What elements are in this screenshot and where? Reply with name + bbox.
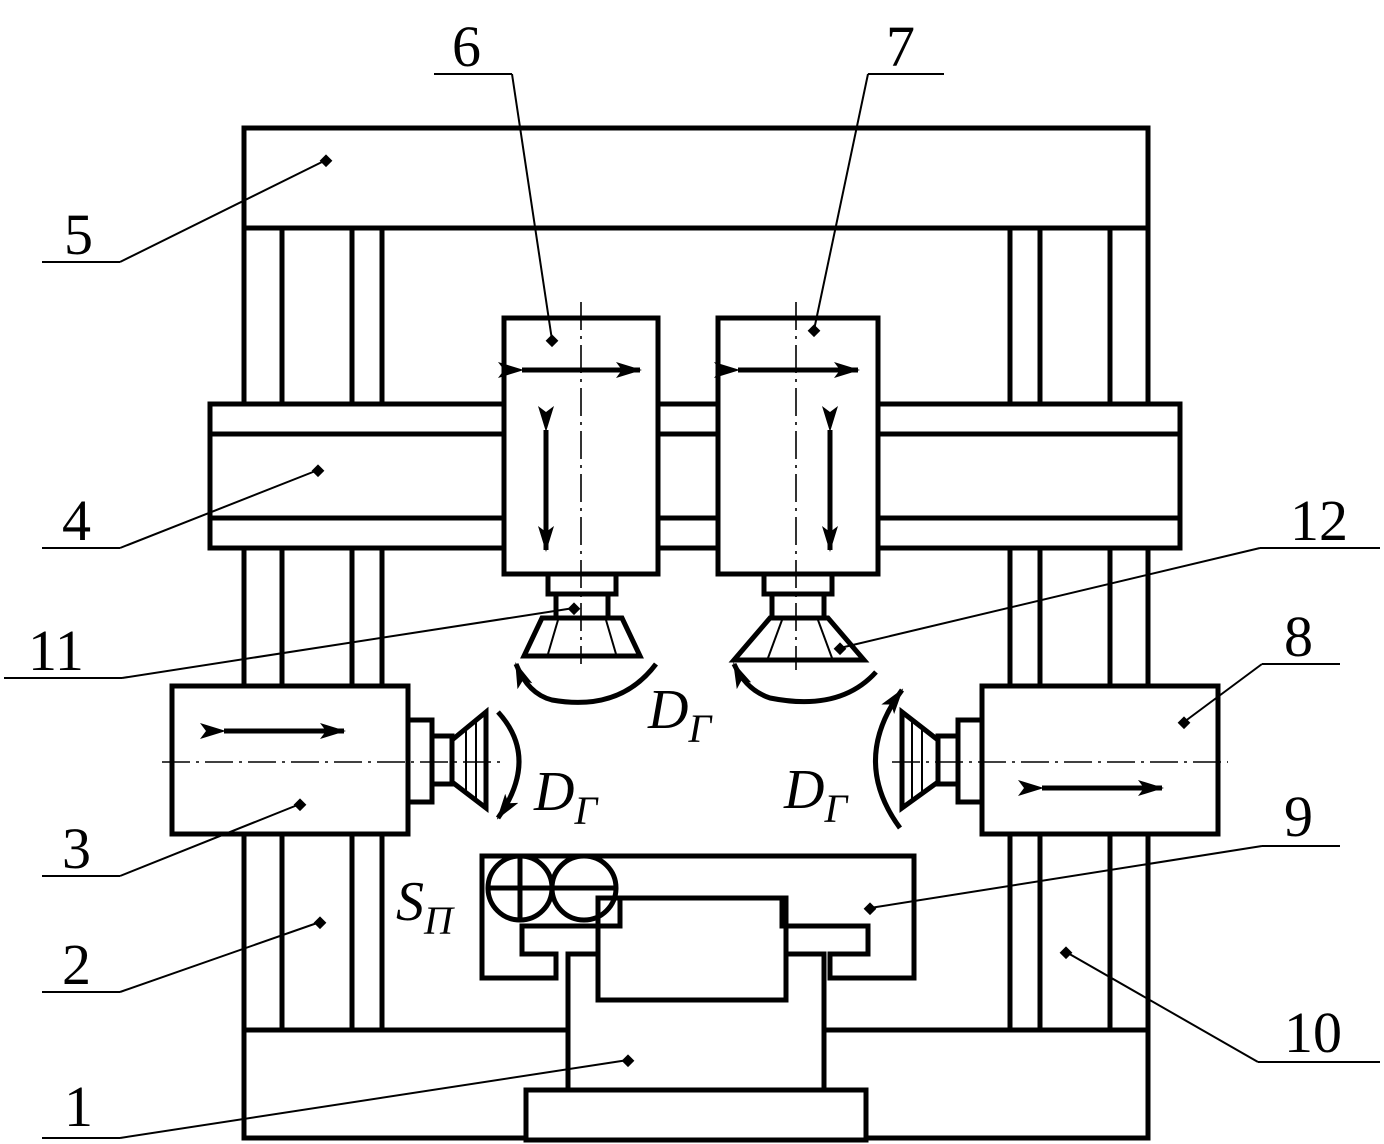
left-column	[279, 228, 385, 1030]
cross-rail	[207, 401, 1183, 551]
callout-numbers: 5 4 11 3 2 1 6 7 12 8 9 10	[28, 14, 1348, 1139]
callout-3: 3	[62, 816, 91, 881]
callout-8: 8	[1284, 604, 1313, 669]
callout-7: 7	[886, 14, 915, 79]
callout-1: 1	[64, 1074, 93, 1139]
callout-4: 4	[62, 488, 91, 553]
callout-9: 9	[1284, 784, 1313, 849]
rotation-label-left-head: DГ	[533, 761, 599, 833]
vertical-head-7	[714, 302, 881, 705]
callout-10: 10	[1284, 1000, 1342, 1065]
motion-symbols: DГ DГ DГ SП	[396, 679, 849, 943]
right-column	[1007, 228, 1113, 1030]
right-horizontal-head	[873, 683, 1228, 837]
machine-base	[523, 951, 869, 1143]
rotation-label-top-left: DГ	[647, 679, 713, 751]
callout-2: 2	[62, 932, 91, 997]
rotation-label-top-right: DГ	[783, 759, 849, 831]
callout-12: 12	[1290, 488, 1348, 553]
table-workpiece	[479, 853, 917, 1003]
callout-5: 5	[64, 202, 93, 267]
feed-label: SП	[396, 871, 455, 943]
leader-lines	[4, 73, 1380, 1139]
vertical-head-6	[498, 302, 661, 705]
callout-6: 6	[452, 14, 481, 79]
left-horizontal-head	[162, 683, 522, 837]
callout-11: 11	[28, 618, 84, 683]
